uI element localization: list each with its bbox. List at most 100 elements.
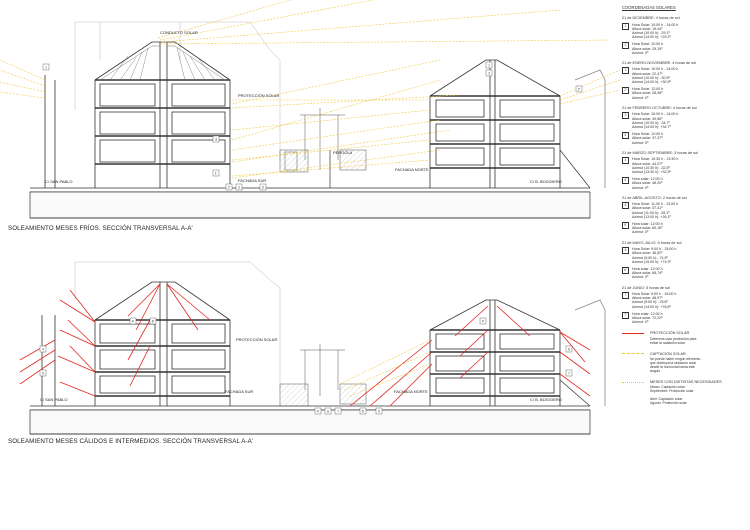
legend-entry-number: 7' xyxy=(622,311,629,319)
legend-symbol-note-line: No puede haber ningún elemento xyxy=(650,357,701,362)
legend-entry-line: Altura solar: 48,20º xyxy=(632,181,663,186)
svg-text:5': 5' xyxy=(362,410,365,414)
legend-group-title: 21 de ENERO-NOVIEMBRE: 4 horas de sol xyxy=(622,61,697,66)
legend-entry-line: Altura solar: 48,97º xyxy=(632,296,663,301)
legend-symbol-red: PROTECCIÓN SOLAR xyxy=(622,331,748,335)
label-proteccion-solar-bottom: PROTECCIÓN SOLAR xyxy=(236,337,277,342)
legend-entry-number: 3' xyxy=(622,132,629,140)
legend-group-title: 21 de ABRIL-AGOSTO: 2 horas de sol xyxy=(622,195,687,200)
legend-entry-number: 1 xyxy=(622,22,629,30)
legend-line-swatch xyxy=(622,381,644,383)
legend-entry-line: Hora Solar: 10:00 h - 14:00 h xyxy=(632,112,679,117)
legend-entry-line: Azimut (10:00 h): -29,1º xyxy=(632,31,670,36)
sun-marker-boxes-top: 1 3 1' 2' 2 3' 1 3 2' xyxy=(42,61,583,191)
left-building-outline-bottom xyxy=(74,261,281,390)
legend-entry-line: Altura solar: 30,56º xyxy=(632,116,663,121)
legend-entry-line: Hora Solar: 9:00 h - 15:00 h xyxy=(632,291,677,296)
label-street-left-bottom: C/ SAN PABLO xyxy=(40,397,68,402)
legend-group-title: 21 de MAYO-JULIO: 5 horas de sol xyxy=(622,240,682,245)
legend-group-title: 21 de DICIEMBRE: 4 horas de sol xyxy=(622,16,680,21)
legend-entry-line: Azimut (10:30 h): -32,5º xyxy=(632,165,670,170)
legend-entry-number: 5 xyxy=(622,202,629,210)
legend-symbol-label: CAPTACIÓN SOLAR xyxy=(650,351,686,356)
top-section: 1 3 1' 2' 2 3' 1 3 2' CONDUCTO SOLAR PRO… xyxy=(0,0,620,219)
ground-top xyxy=(29,149,591,219)
legend-entry-line: Altura solar: 46,52º xyxy=(632,251,663,256)
legend-entry-line: Altura solar: 44,07º xyxy=(632,161,663,166)
legend-entry-line: Azimut: 0º xyxy=(632,140,649,145)
ground-bottom xyxy=(29,379,591,435)
svg-text:4': 4' xyxy=(317,410,320,414)
label-street-right-top: C/ B. BOGGIERO xyxy=(530,179,562,184)
svg-text:6: 6 xyxy=(568,348,570,352)
section-drawings: 1 3 1' 2' 2 3' 1 3 2' CONDUCTO SOLAR PRO… xyxy=(0,0,620,435)
legend-entry-line: Hora Solar: 9:00 h - 15:00 h xyxy=(632,246,677,251)
legend-entry-line: Azimut: 0º xyxy=(632,185,649,190)
bottom-section: 4 6 4' 6' 4' 6 7 5' 5 4' 6 7 PROTECCIÓN … xyxy=(19,261,606,435)
legend-entry-line: Azimut (10:00 h): -30,9º xyxy=(632,76,670,81)
svg-text:4': 4' xyxy=(482,320,485,324)
legend-title: COORDENADAS SOLARES xyxy=(622,5,676,10)
left-building-outline-top xyxy=(74,21,281,160)
svg-text:1': 1' xyxy=(215,172,218,176)
label-fachada-norte-top: FACHADA NORTE xyxy=(395,167,429,172)
legend-entry-line: Azimut: 0º xyxy=(632,320,649,325)
legend-symbol-note-line: Septiembre: Protección solar xyxy=(650,389,694,394)
legend-group-title: 21 de JUNIO: 5 horas de sol xyxy=(622,285,670,290)
legend-symbol-note-line: Agosto: Protección solar xyxy=(650,401,687,406)
svg-text:7: 7 xyxy=(568,372,570,376)
label-fachada-norte-bottom: FACHADA NORTE xyxy=(394,389,428,394)
roof-truss-top xyxy=(109,47,216,81)
legend-symbol-note-line: evitar la radiación solar xyxy=(650,340,685,345)
legend-entry-number: 6' xyxy=(622,266,629,274)
legend-entry-line: Altura solar: 22,47º xyxy=(632,71,663,76)
legend-symbols: PROTECCIÓN SOLAR Debemos usar protección … xyxy=(622,331,748,405)
legend-entry-line: Azimut (13:30 h): +32,5º xyxy=(632,170,671,175)
legend-entry-line: Hora solar: 12:00 h xyxy=(632,176,663,181)
legend-entry-number: 3 xyxy=(622,112,629,120)
label-street-right-bottom: C/ B. BOGGIERO xyxy=(530,397,562,402)
right-building-bottom xyxy=(429,299,606,406)
label-street-left-top: C/ SAN PABLO xyxy=(45,179,73,184)
caption-top-section: SOLEAMIENTO MESES FRÍOS. SECCIÓN TRANSVE… xyxy=(8,225,193,232)
labels-top: CONDUCTO SOLAR PROTECCIÓN SOLAR PÉRGOLA … xyxy=(45,30,562,184)
label-fachada-sur-bottom: FACHADA SUR xyxy=(225,389,253,394)
legend-entry-number: 1' xyxy=(622,42,629,50)
svg-text:1: 1 xyxy=(45,66,47,70)
legend-entry-line: Hora solar: 12:00 h xyxy=(632,221,663,226)
legend-line-swatch xyxy=(622,333,644,335)
legend-entry-line: Hora solar: 12:00 h xyxy=(632,311,663,316)
svg-text:3: 3 xyxy=(215,138,217,142)
legend-group-title: 21 de FEBRERO-OCTUBRE: 4 horas de sol xyxy=(622,106,697,111)
legend-symbol-note-line: desde la horizontal hasta este xyxy=(650,365,696,370)
label-proteccion-solar-top: PROTECCIÓN SOLAR xyxy=(238,93,279,98)
legend-entry-line: Altura solar: 19,44º xyxy=(632,26,663,31)
legend-entry-number: 4 xyxy=(622,157,629,165)
legend-entry-line: Hora Solar: 10:00 h - 14:00 h xyxy=(632,67,679,72)
legend-symbol-yellow: CAPTACIÓN SOLAR xyxy=(622,352,748,356)
label-pergola-top: PÉRGOLA xyxy=(333,150,353,155)
legend-entry-line: Azimut: 0º xyxy=(632,95,649,100)
svg-text:4: 4 xyxy=(42,348,44,352)
legend-symbol-note-line: Marzo: Captación solar xyxy=(650,385,685,390)
legend-entry-line: Altura solar: 72,22º xyxy=(632,315,663,320)
